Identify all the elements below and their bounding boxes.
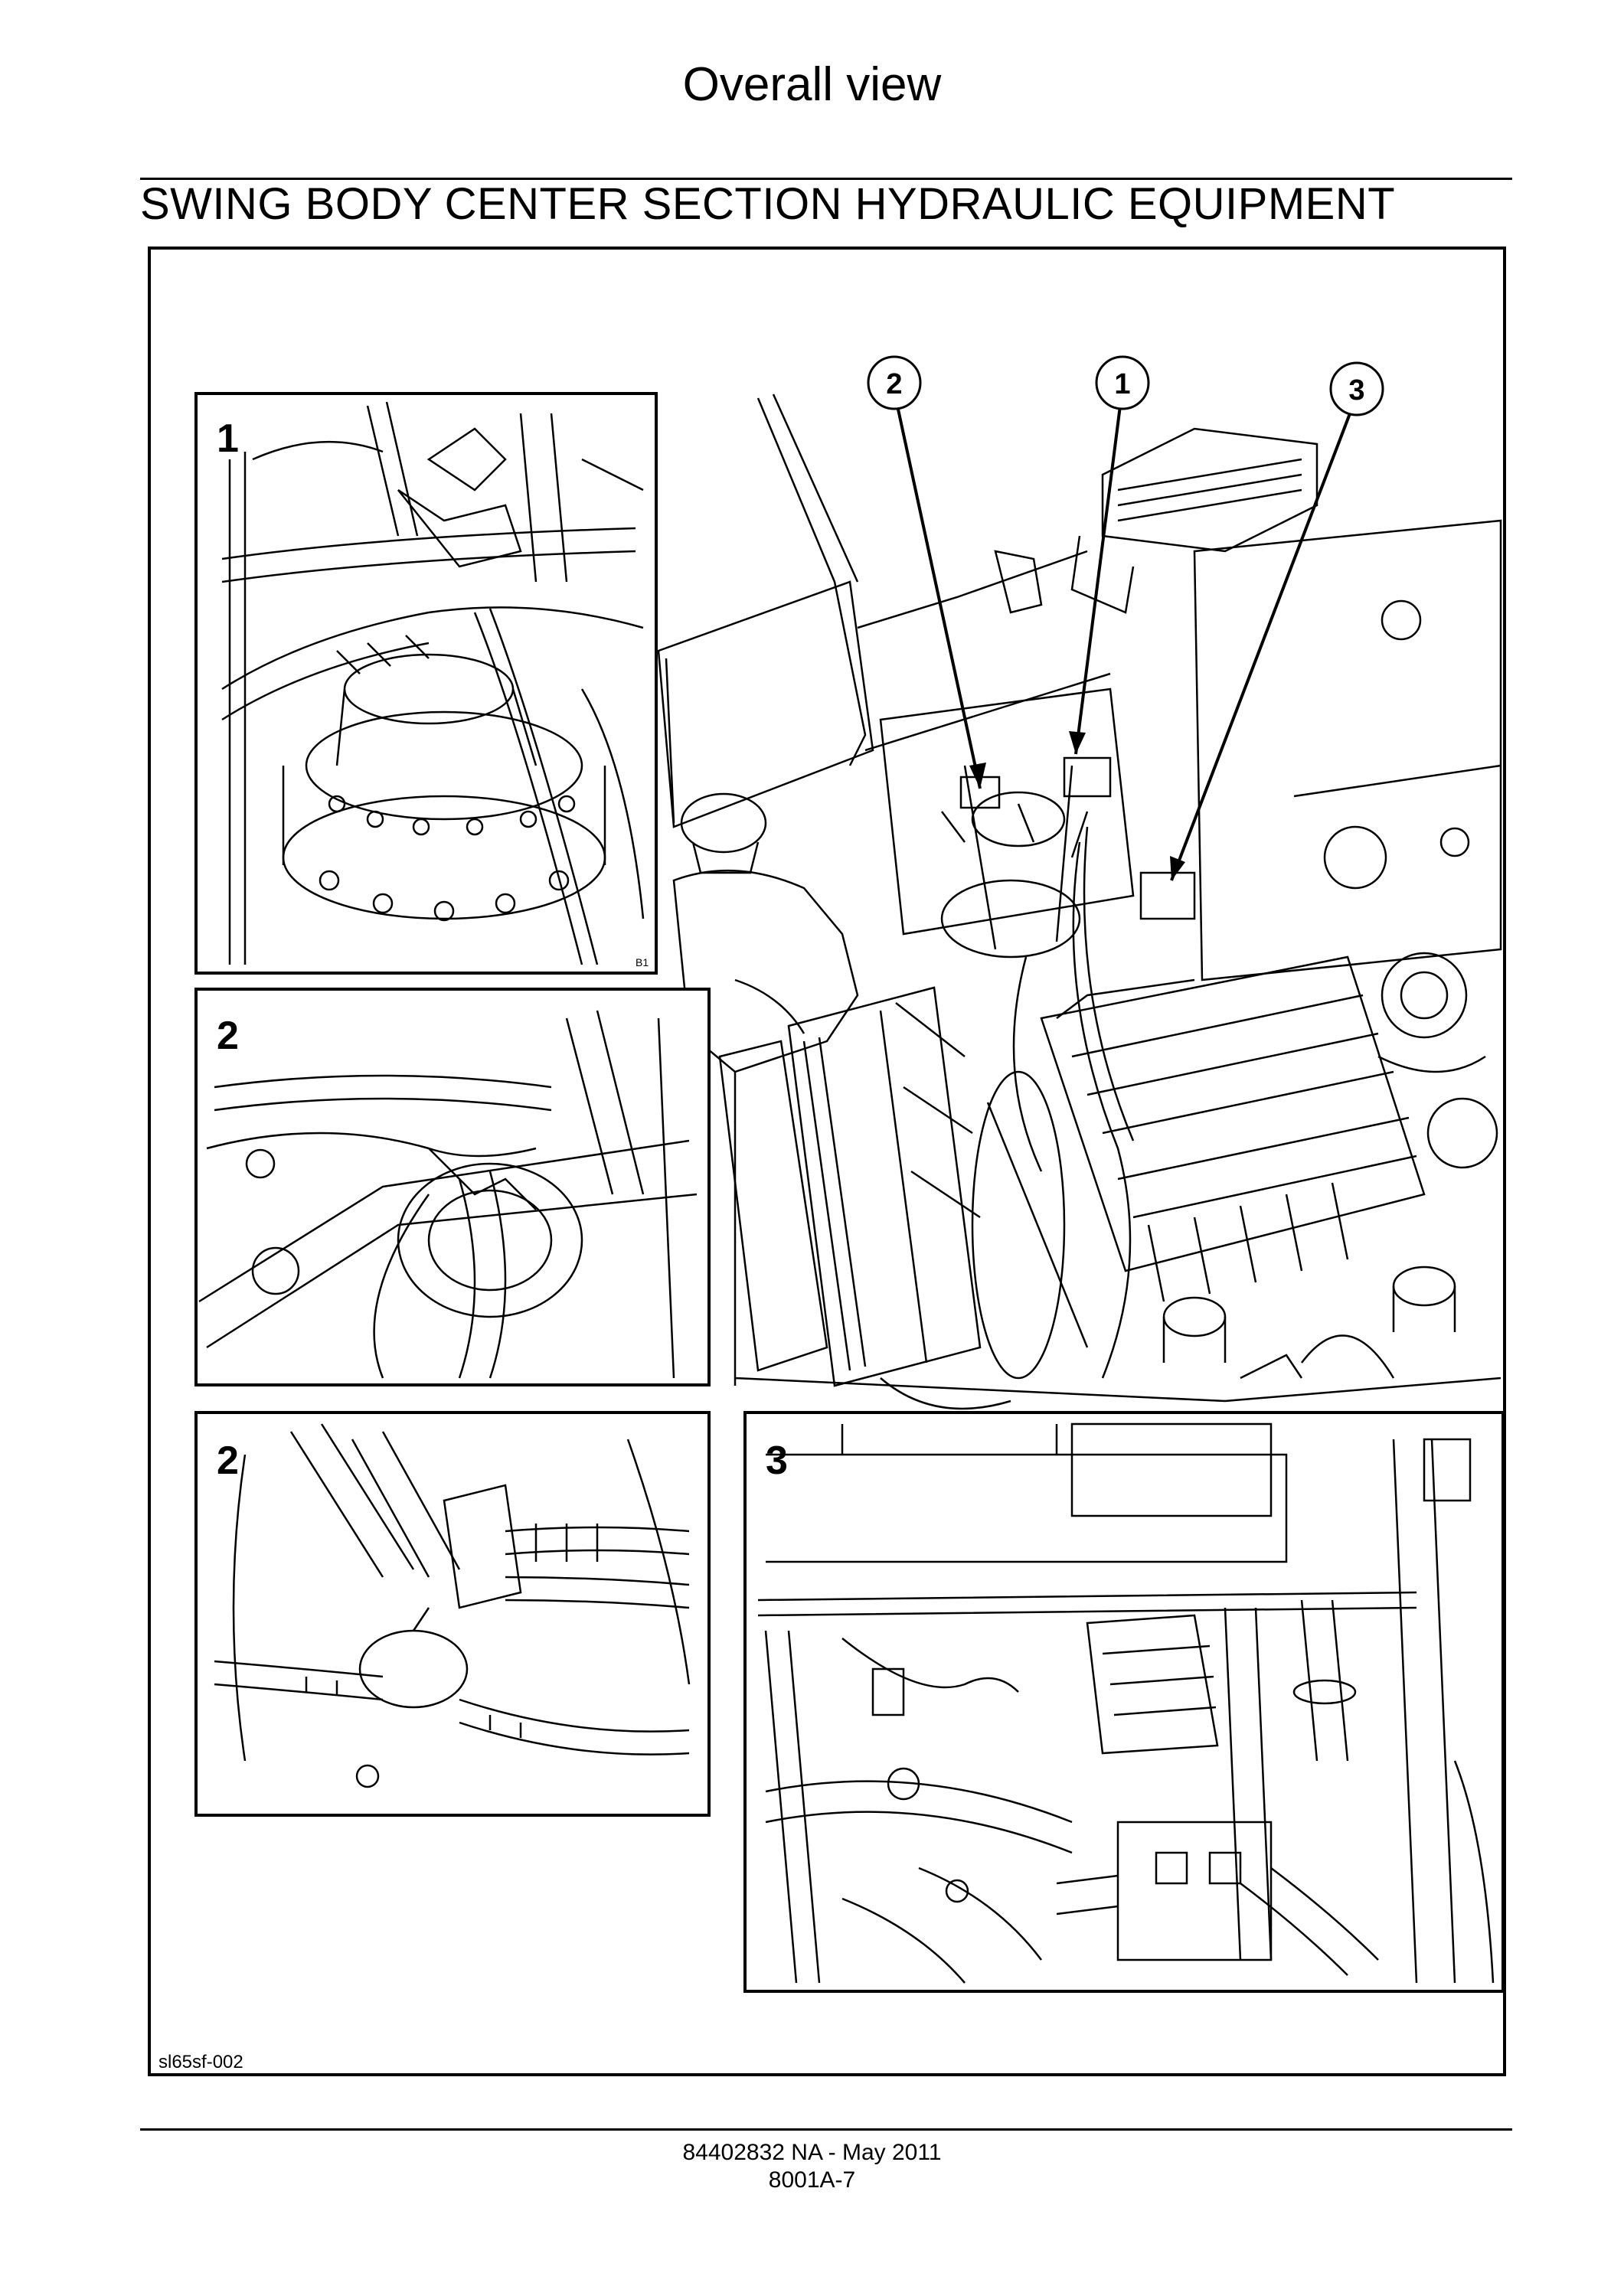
inset-1-mark: B1 [636,956,649,968]
figure-code: sl65sf-002 [158,2052,243,2072]
callout-leaders [896,405,1353,881]
callout-number-2: 2 [886,368,902,400]
callout-circles [867,355,1384,416]
inset-2b-drawing [214,1423,691,1788]
inset-2a-label: 2 [217,1014,239,1058]
page-header-title: Overall view [682,58,942,111]
inset-2a-box [194,988,711,1386]
inset-2b-label: 2 [217,1439,239,1483]
inset-2a-drawing [198,1010,698,1379]
callout-number-3: 3 [1348,374,1364,407]
inset-3-drawing [757,1422,1495,1984]
inset-3-box [743,1411,1505,1993]
inset-1-label: 1 [217,416,239,461]
figure-frame [148,247,1506,2076]
inset-1-box [194,392,658,975]
inset-2b-box [194,1411,711,1817]
callout-circle-2 [867,355,922,410]
inset-3-label: 3 [766,1439,788,1483]
header-rule [140,178,1512,180]
callout-number-1: 1 [1114,368,1130,400]
footer-doc-number: 84402832 NA - May 2011 [682,2140,942,2165]
main-machine-drawing [657,394,1502,1410]
footer-page-number: 8001A-7 [768,2167,856,2193]
footer-rule [140,2128,1512,2131]
callout-arrowheads [969,731,1185,880]
callout-circle-3 [1329,361,1384,416]
callout-circle-1 [1095,355,1150,410]
inset-1-drawing [221,401,645,965]
section-title: SWING BODY CENTER SECTION HYDRAULIC EQUI… [140,179,1396,229]
